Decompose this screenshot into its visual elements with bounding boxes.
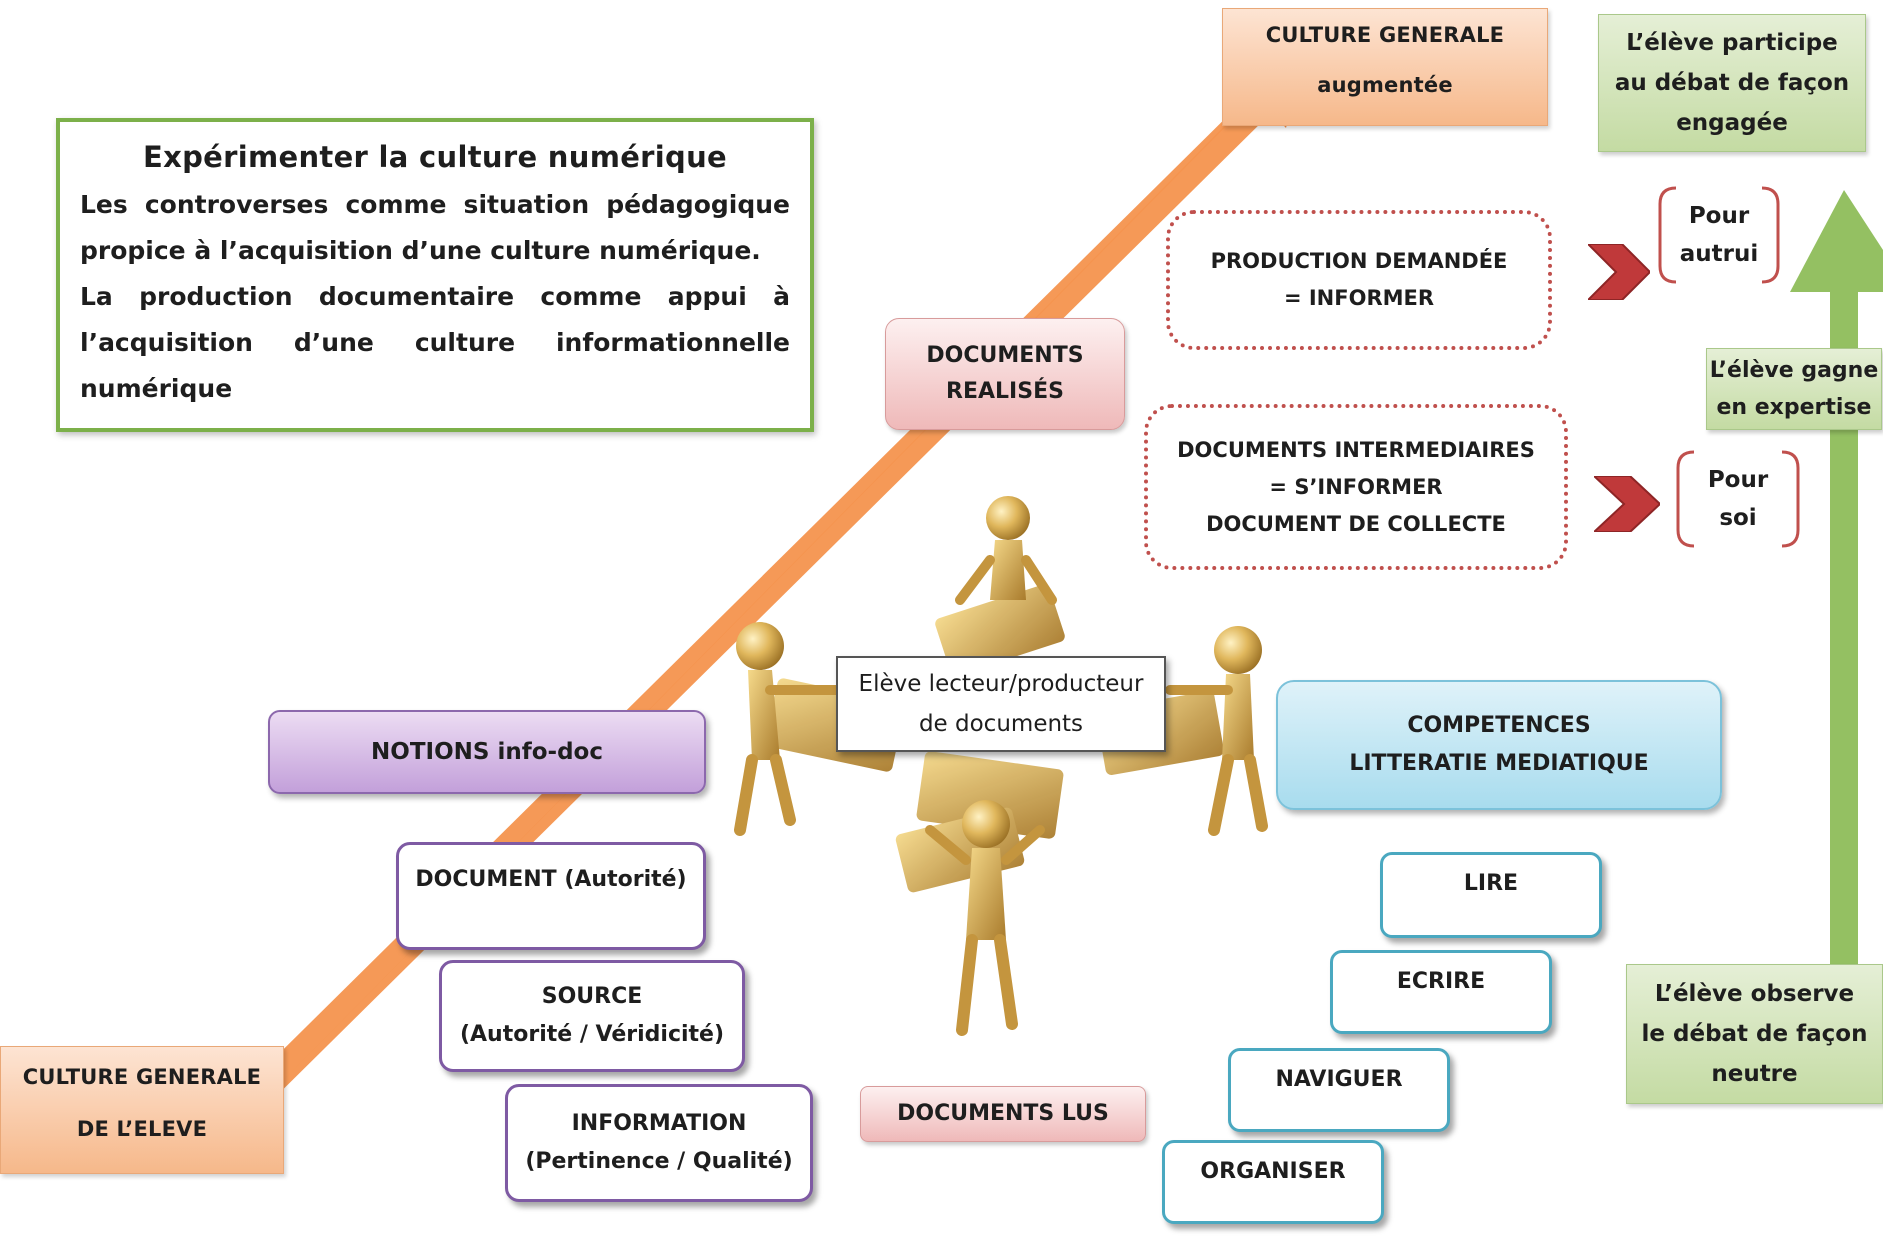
eleve-engage-box: L’élève participe au débat de façon enga… [1598,14,1866,152]
red-chevron-icon [1588,244,1650,300]
notion-information-line1: INFORMATION [571,1111,747,1136]
documents-realises-box: DOCUMENTS REALISÉS [885,318,1125,430]
competence-lire-label: LIRE [1463,871,1519,896]
notions-info-doc-box: NOTIONS info-doc [268,710,706,794]
documents-intermediaires-box: DOCUMENTS INTERMEDIAIRES = S’INFORMER DO… [1144,404,1568,570]
production-demandee-box: PRODUCTION DEMANDÉE = INFORMER [1166,210,1552,350]
pour-autrui-bracket: Pour autrui [1654,184,1784,286]
pour-autrui-line1: Pour [1688,203,1750,229]
central-line1: Elève lecteur/producteur [858,671,1144,697]
eleve-neutre-box: L’élève observe le débat de façon neutre [1626,964,1883,1104]
intro-paragraph-2: La production documentaire comme appui à… [80,282,790,403]
competence-ecrire-label: ECRIRE [1396,969,1486,994]
intro-paragraph-1: Les controverses comme situation pédagog… [80,190,790,265]
notion-information-line2: (Pertinence / Qualité) [525,1149,793,1174]
docs-lus-label: DOCUMENTS LUS [897,1101,1109,1126]
expertise-line1: L’élève gagne [1709,358,1879,383]
notion-document-line1: DOCUMENT (Autorité) [415,867,687,892]
competence-naviguer-label: NAVIGUER [1275,1067,1403,1092]
culture-bottom-line1: CULTURE GENERALE [22,1065,262,1089]
competence-organiser-box: ORGANISER [1162,1140,1384,1224]
culture-generale-augmentee-box: CULTURE GENERALE augmentée [1222,8,1548,126]
neutral-line3: neutre [1711,1061,1798,1087]
competences-line2: LITTERATIE MEDIATIQUE [1349,751,1649,776]
notions-title: NOTIONS info-doc [371,739,603,765]
green-arrow-head [1790,190,1883,292]
bracket-icon [1676,450,1800,548]
pour-soi-bracket: Pour soi [1672,448,1804,550]
engaged-line2: au débat de façon [1614,70,1850,96]
production-line1: PRODUCTION DEMANDÉE [1210,249,1508,273]
neutral-line2: le débat de façon [1641,1021,1868,1047]
red-chevron-icon [1594,476,1660,532]
docs-realises-line1: DOCUMENTS [926,343,1084,368]
intro-title: Expérimenter la culture numérique [143,140,727,174]
competences-line1: COMPETENCES [1407,713,1591,738]
docs-realises-line2: REALISÉS [946,379,1064,404]
production-line2: = INFORMER [1283,286,1435,310]
pour-soi-line2: soi [1719,505,1757,531]
pour-soi-line1: Pour [1707,467,1769,493]
notion-source-line1: SOURCE [541,984,643,1009]
intermediaires-line1: DOCUMENTS INTERMEDIAIRES [1177,437,1535,462]
competence-ecrire-box: ECRIRE [1330,950,1552,1034]
competences-box: COMPETENCES LITTERATIE MEDIATIQUE [1276,680,1722,810]
intro-text-box: Expérimenter la culture numérique Les co… [56,118,814,432]
culture-top-line1: CULTURE GENERALE [1265,23,1505,47]
notion-information-box: INFORMATION (Pertinence / Qualité) [505,1084,813,1202]
documents-lus-box: DOCUMENTS LUS [860,1086,1146,1142]
competence-organiser-label: ORGANISER [1200,1159,1346,1184]
intermediaires-line3: DOCUMENT DE COLLECTE [1206,511,1506,536]
culture-generale-eleve-box: CULTURE GENERALE DE L’ELEVE [0,1046,284,1174]
competence-naviguer-box: NAVIGUER [1228,1048,1450,1132]
engaged-line3: engagée [1676,110,1788,136]
engaged-line1: L’élève participe [1626,30,1838,56]
bracket-icon [1658,186,1780,284]
culture-top-line2: augmentée [1317,73,1453,97]
notion-document-box: DOCUMENT (Autorité) [396,842,706,950]
pour-autrui-line2: autrui [1679,241,1759,267]
central-line2: de documents [918,711,1084,737]
expertise-line2: en expertise [1716,395,1872,420]
notion-source-box: SOURCE (Autorité / Véridicité) [439,960,745,1072]
intermediaires-line2: = S’INFORMER [1269,474,1443,499]
notion-source-line2: (Autorité / Véridicité) [459,1022,725,1047]
eleve-lecteur-producteur-label: Elève lecteur/producteur de documents [836,656,1166,752]
culture-bottom-line2: DE L’ELEVE [76,1117,208,1141]
eleve-expertise-box: L’élève gagne en expertise [1706,348,1882,430]
competence-lire-box: LIRE [1380,852,1602,938]
neutral-line1: L’élève observe [1654,981,1855,1007]
